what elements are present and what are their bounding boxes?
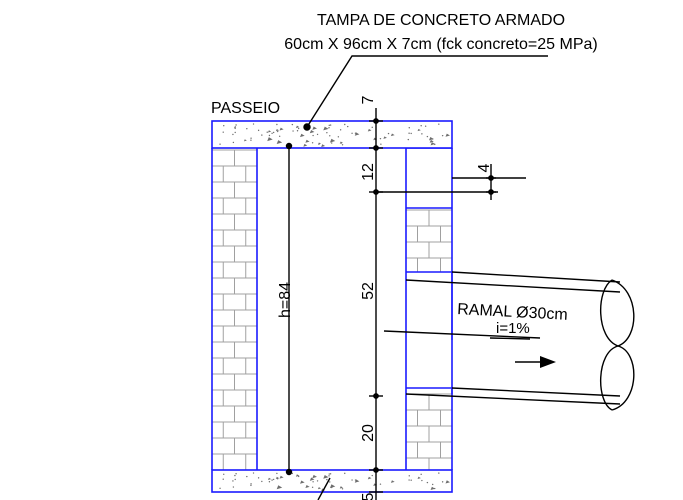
title-line-2: 60cm X 96cm X 7cm (fck concreto=25 MPa) <box>284 36 597 53</box>
base-concrete-texture <box>219 472 450 492</box>
sidewalk-label: PASSEIO <box>211 100 280 117</box>
right-wall <box>405 147 453 470</box>
pipe-axis-line <box>383 330 541 339</box>
dim-bottom-label: 5 <box>360 492 377 500</box>
slope-underline <box>489 337 531 340</box>
dim-middle-label: 52 <box>360 282 377 300</box>
dim-lid-label: 7 <box>360 95 377 104</box>
dim-upper-label: 12 <box>360 163 377 181</box>
right-wall-brick-hatch <box>406 209 452 470</box>
dimension-chain <box>369 108 383 500</box>
left-wall <box>211 148 258 470</box>
pipe-label: RAMAL Ø30cm <box>457 301 568 324</box>
concrete-lid <box>211 120 453 149</box>
pipe <box>405 271 635 411</box>
slope-label: i=1% <box>496 320 530 337</box>
offset-dimension <box>410 164 526 200</box>
lid-concrete-texture <box>219 123 450 148</box>
left-wall-brick-hatch <box>212 149 257 470</box>
base-leader <box>317 477 331 500</box>
dim-offset-label: 4 <box>476 163 493 172</box>
height-label: h=84 <box>277 282 294 318</box>
dim-lower-label: 20 <box>360 424 377 442</box>
flow-arrow-icon <box>515 356 556 368</box>
title-leader <box>303 55 548 131</box>
inner-height-line <box>285 142 293 476</box>
title-line-1: TAMPA DE CONCRETO ARMADO <box>317 12 565 29</box>
concrete-base <box>211 469 453 493</box>
